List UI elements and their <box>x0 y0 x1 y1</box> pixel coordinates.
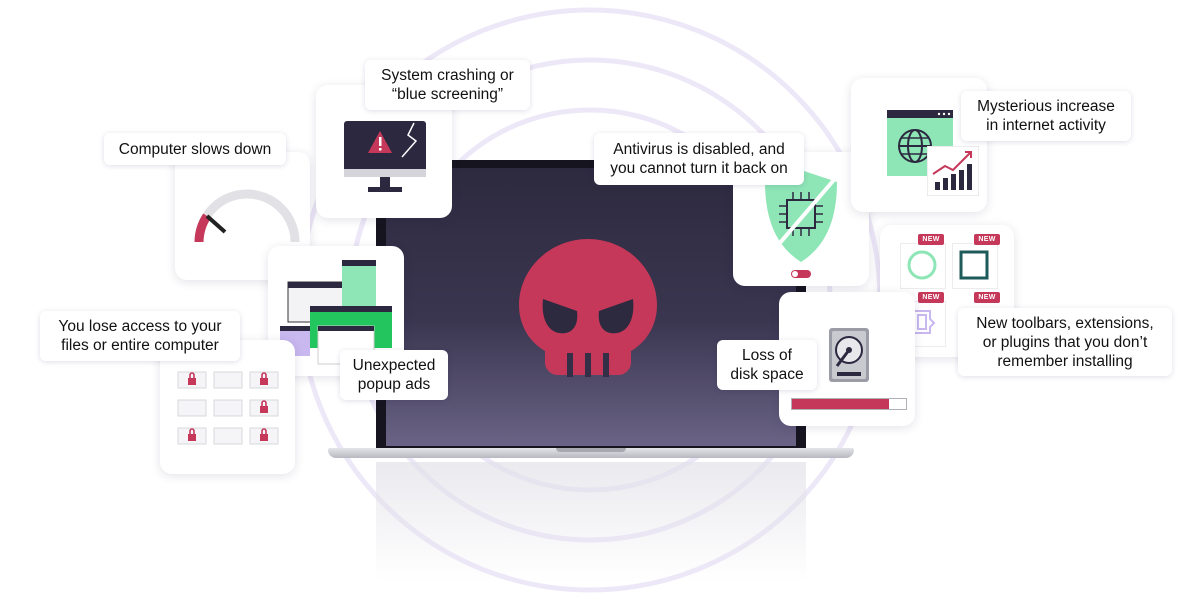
label-computer-slows-down: Computer slows down <box>104 133 286 165</box>
label-unexpected-popup-ads: Unexpected popup ads <box>340 350 448 400</box>
new-badge: NEW <box>974 292 1000 303</box>
internet-card <box>851 78 987 212</box>
label-loss-of-disk-space: Loss of disk space <box>717 340 817 390</box>
warning-monitor-icon <box>344 121 426 192</box>
label-antivirus-disabled: Antivirus is disabled, and you cannot tu… <box>594 133 804 185</box>
circle-extension-icon <box>907 250 937 280</box>
antivirus-toggle <box>791 270 811 278</box>
label-new-toolbars: New toolbars, extensions, or plugins tha… <box>958 308 1172 376</box>
label-system-crashing: System crashing or “blue screening” <box>365 60 530 110</box>
new-badge: NEW <box>918 234 944 245</box>
trend-chart-icon <box>927 146 979 196</box>
lose-access-card <box>160 340 295 474</box>
antivirus-card <box>733 152 869 286</box>
popup-window-icon <box>280 260 392 365</box>
square-extension-icon <box>959 250 989 280</box>
label-internet-activity: Mysterious increase in internet activity <box>961 91 1131 141</box>
disk-usage-fill <box>792 399 889 409</box>
hard-drive-icon <box>829 328 869 382</box>
label-lose-access: You lose access to your files or entire … <box>40 311 240 361</box>
puzzle-extension-icon <box>913 310 936 334</box>
skull-icon <box>519 239 657 377</box>
laptop-notch <box>556 448 626 452</box>
speedometer-icon <box>194 189 300 243</box>
shield-chip-icon <box>765 170 841 262</box>
disk-usage-bar <box>791 398 907 410</box>
new-badge: NEW <box>918 292 944 303</box>
new-badge: NEW <box>974 234 1000 245</box>
laptop-reflection <box>376 462 806 582</box>
laptop-base <box>328 448 854 458</box>
locked-folder-icon <box>177 371 279 445</box>
disk-card <box>779 292 915 426</box>
